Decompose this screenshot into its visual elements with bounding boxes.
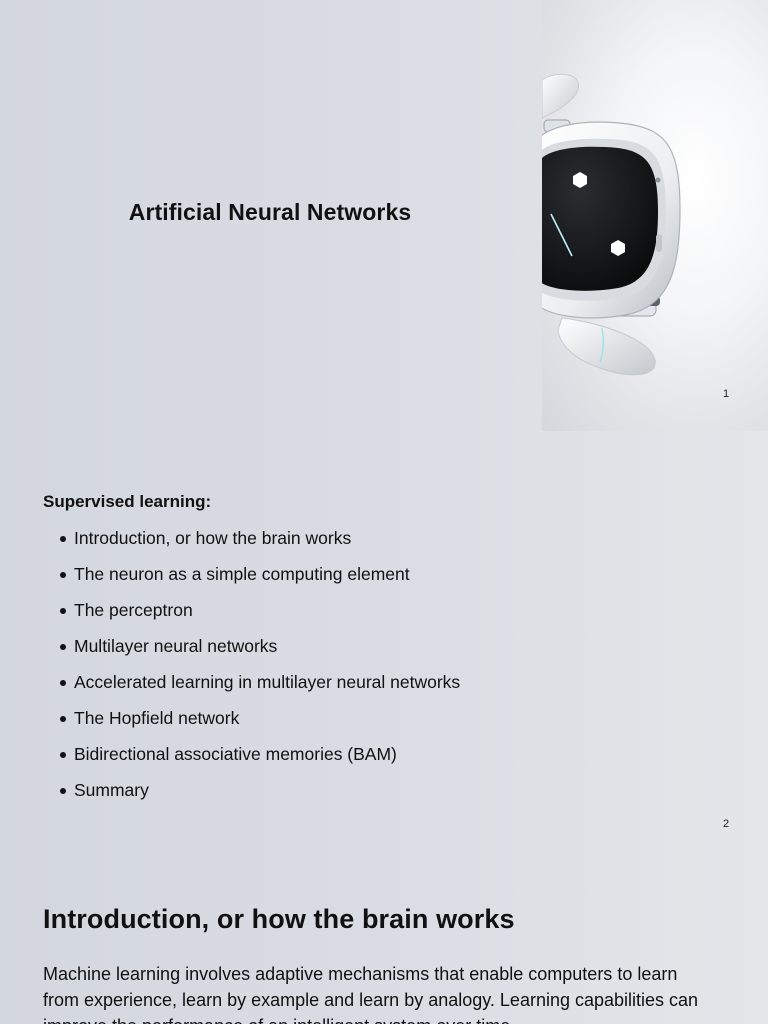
section-heading: Supervised learning: (43, 492, 212, 511)
list-item: Bidirectional associative memories (BAM) (43, 739, 460, 775)
list-item: The perceptron (43, 595, 460, 631)
slide-2: Supervised learning: Introduction, or ho… (0, 432, 768, 864)
slide-1: Artificial Neural Networks (0, 0, 768, 432)
robot-head-image (542, 0, 768, 431)
topic-list: Introduction, or how the brain works The… (43, 523, 460, 811)
list-item: Accelerated learning in multilayer neura… (43, 667, 460, 703)
body-paragraph: Machine learning involves adaptive mecha… (43, 964, 699, 1024)
page-number: 1 (723, 388, 730, 400)
list-item: Introduction, or how the brain works (43, 523, 460, 559)
section-heading: Introduction, or how the brain works (43, 904, 515, 934)
slide-title: Artificial Neural Networks (128, 199, 412, 225)
page-number: 2 (723, 818, 730, 830)
list-item: Multilayer neural networks (43, 631, 460, 667)
list-item: The Hopfield network (43, 703, 460, 739)
list-item: The neuron as a simple computing element (43, 559, 460, 595)
slide-3: Introduction, or how the brain works Mac… (0, 864, 768, 1024)
list-item: Summary (43, 775, 460, 811)
robot-illustration (542, 73, 681, 376)
